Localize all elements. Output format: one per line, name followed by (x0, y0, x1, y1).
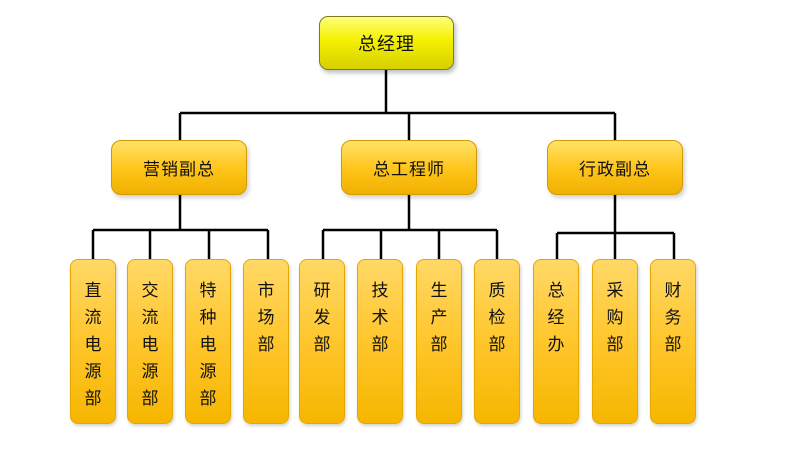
node-dept-label: 质检部 (488, 281, 506, 355)
node-dept-gm-office: 总经办 (533, 259, 579, 424)
node-division-chief-engineer: 总工程师 (341, 140, 477, 195)
node-dept-ac-power: 交流电源部 (127, 259, 173, 424)
node-division-admin: 行政副总 (547, 140, 683, 195)
node-dept-label: 交流电源部 (141, 281, 159, 409)
node-division-sales-label: 营销副总 (143, 160, 215, 180)
node-division-sales: 营销副总 (111, 140, 247, 195)
node-dept-label: 市场部 (257, 281, 275, 355)
node-dept-finance: 财务部 (650, 259, 696, 424)
node-dept-label: 财务部 (664, 281, 682, 355)
node-dept-label: 总经办 (547, 281, 565, 355)
node-dept-market: 市场部 (243, 259, 289, 424)
node-dept-quality: 质检部 (474, 259, 520, 424)
node-dept-technical: 技术部 (357, 259, 403, 424)
node-general-manager-label: 总经理 (358, 34, 415, 55)
node-dept-label: 研发部 (313, 281, 331, 355)
node-division-chief-engineer-label: 总工程师 (373, 160, 445, 180)
node-dept-dc-power: 直流电源部 (70, 259, 116, 424)
node-dept-production: 生产部 (416, 259, 462, 424)
node-dept-label: 直流电源部 (84, 281, 102, 409)
node-dept-label: 技术部 (371, 281, 389, 355)
node-division-admin-label: 行政副总 (579, 160, 651, 180)
node-general-manager: 总经理 (319, 16, 454, 70)
node-dept-label: 生产部 (430, 281, 448, 355)
node-dept-label: 采购部 (606, 281, 624, 355)
node-dept-rnd: 研发部 (299, 259, 345, 424)
node-dept-label: 特种电源部 (199, 281, 217, 409)
node-dept-special-power: 特种电源部 (185, 259, 231, 424)
node-dept-procurement: 采购部 (592, 259, 638, 424)
